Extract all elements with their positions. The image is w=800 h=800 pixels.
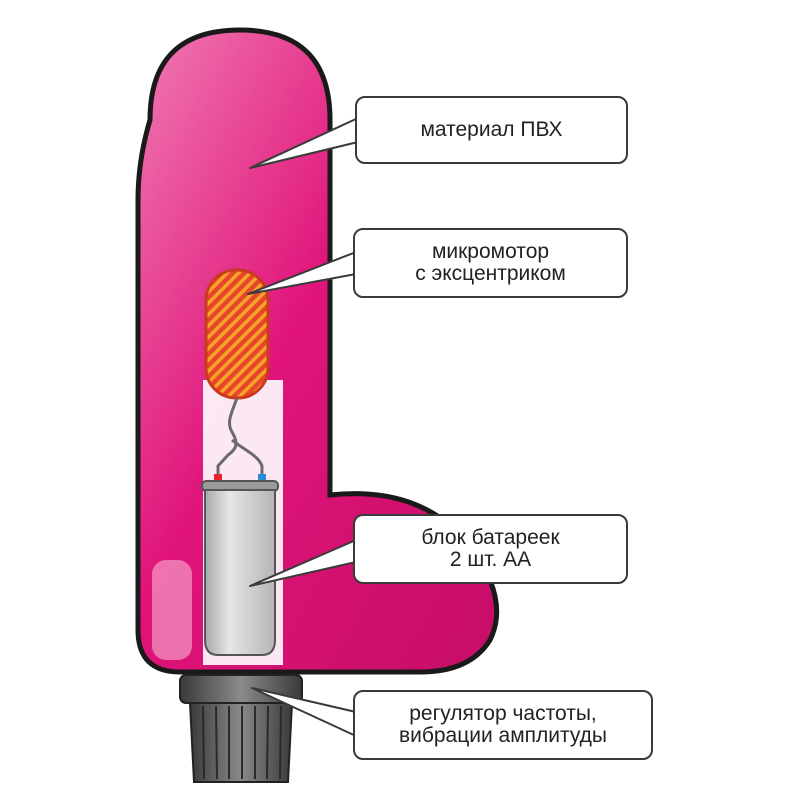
callout-battery-line-2: 2 шт. АА bbox=[449, 548, 532, 571]
callout-motor: микромотор с эксцентриком bbox=[353, 228, 628, 298]
battery-pack bbox=[204, 489, 276, 656]
motor-wire bbox=[216, 397, 239, 480]
callout-control-line-1: регулятор частоты, bbox=[409, 701, 597, 725]
callout-control: регулятор частоты, вибрации амплитуды bbox=[353, 690, 653, 760]
motor-wire-2 bbox=[231, 438, 264, 480]
body-highlight-left bbox=[152, 560, 192, 660]
callout-control-line-2: вибрации амплитуды bbox=[398, 724, 608, 747]
wire-terminal-red bbox=[214, 474, 222, 484]
callout-battery: блок батареек 2 шт. АА bbox=[353, 514, 628, 584]
knob-grips bbox=[202, 705, 282, 780]
wire-terminal-blue bbox=[258, 474, 266, 484]
callout-motor-line-1: микромотор bbox=[431, 239, 550, 263]
callout-material: материал ПВХ bbox=[355, 96, 628, 164]
callout-material-line-1: материал ПВХ bbox=[420, 117, 563, 141]
callout-battery-line-1: блок батареек bbox=[421, 525, 560, 549]
callout-motor-line-2: с эксцентриком bbox=[415, 262, 566, 285]
